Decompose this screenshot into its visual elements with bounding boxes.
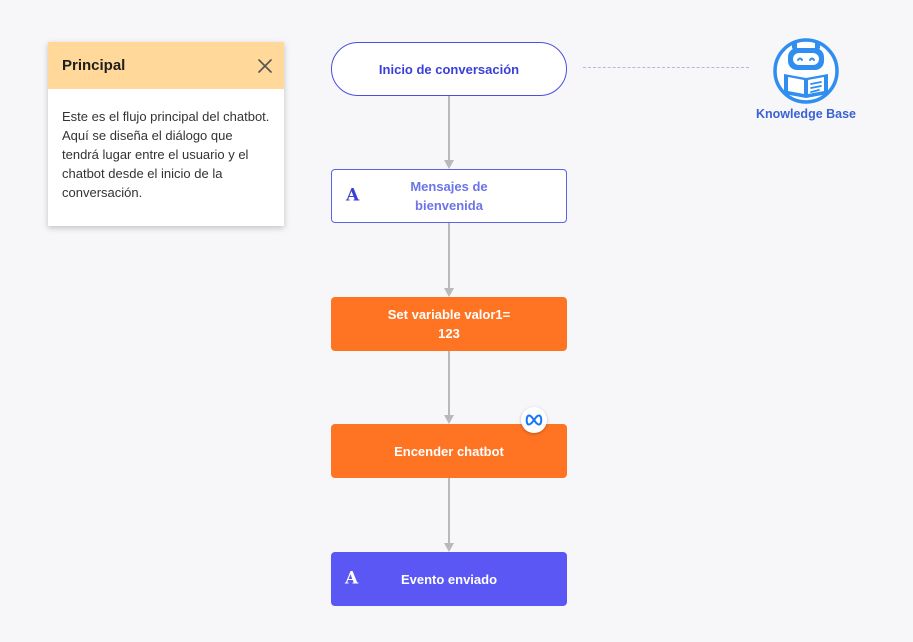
robot-reading-book-icon <box>773 38 839 104</box>
node-welcome-messages[interactable]: A Mensajes de bienvenida <box>331 169 567 223</box>
arrow-head <box>444 543 454 552</box>
text-action-icon: A <box>345 568 359 589</box>
text-action-icon: A <box>346 185 360 206</box>
info-card-title: Principal <box>62 57 126 74</box>
node-label: Inicio de conversación <box>378 61 520 77</box>
knowledge-base-label: Knowledge Base <box>755 107 857 121</box>
info-card-body: Este es el flujo principal del chatbot. … <box>62 109 270 200</box>
info-card-header: Principal <box>48 42 284 89</box>
node-set-variable[interactable]: Set variable valor1= 123 <box>331 297 567 351</box>
node-label: Evento enviado <box>400 571 498 587</box>
knowledge-base-link <box>583 67 749 68</box>
arrow-head <box>444 288 454 297</box>
arrow-head <box>444 415 454 424</box>
connector-chatbot-event <box>448 478 450 544</box>
node-turn-on-chatbot[interactable]: Encender chatbot <box>331 424 567 478</box>
info-card: Principal Este es el flujo principal del… <box>48 42 284 226</box>
arrow-head <box>444 160 454 169</box>
knowledge-base[interactable]: Knowledge Base <box>748 38 864 121</box>
connector-start-welcome <box>448 96 450 161</box>
connector-welcome-setvar <box>448 223 450 289</box>
node-start-conversation[interactable]: Inicio de conversación <box>331 42 567 96</box>
close-icon[interactable] <box>256 57 274 75</box>
node-label: Mensajes de bienvenida <box>410 179 488 213</box>
node-label: Encender chatbot <box>394 443 504 459</box>
node-event-sent[interactable]: A Evento enviado <box>331 552 567 606</box>
node-label: Set variable valor1= 123 <box>387 307 511 341</box>
connector-setvar-chatbot <box>448 351 450 416</box>
meta-icon <box>521 407 547 433</box>
